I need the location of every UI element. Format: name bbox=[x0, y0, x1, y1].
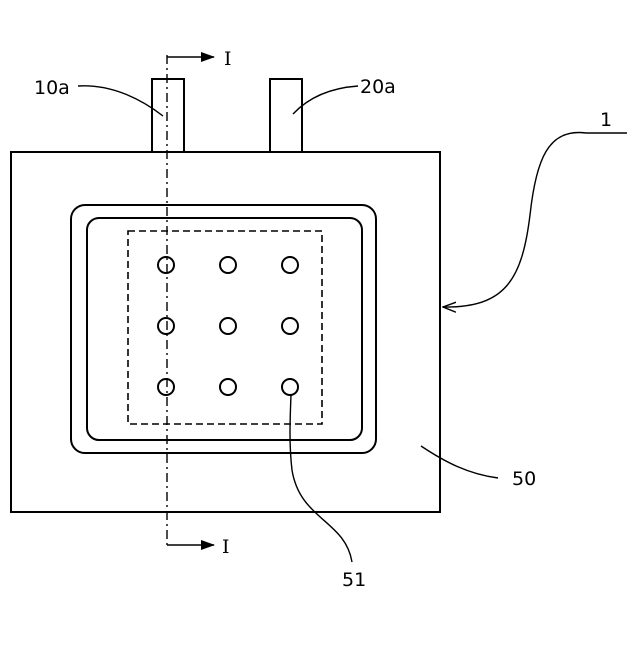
hole bbox=[158, 318, 174, 334]
label-terminal-left: 10a bbox=[34, 77, 70, 99]
hole bbox=[282, 257, 298, 273]
section-marker-bottom: I bbox=[222, 536, 230, 558]
hole bbox=[158, 257, 174, 273]
hole bbox=[220, 318, 236, 334]
terminal-left bbox=[152, 79, 184, 152]
leader-1 bbox=[443, 132, 586, 307]
hole bbox=[220, 257, 236, 273]
label-body: 50 bbox=[512, 468, 536, 490]
hole bbox=[158, 379, 174, 395]
hole bbox=[220, 379, 236, 395]
label-hole: 51 bbox=[342, 569, 366, 591]
section-marker-top: I bbox=[224, 48, 232, 70]
leader-10a bbox=[78, 86, 163, 116]
terminal-right bbox=[270, 79, 302, 152]
label-terminal-right: 20a bbox=[360, 76, 396, 98]
hole bbox=[282, 379, 298, 395]
label-device: 1 bbox=[600, 109, 612, 131]
hole bbox=[282, 318, 298, 334]
